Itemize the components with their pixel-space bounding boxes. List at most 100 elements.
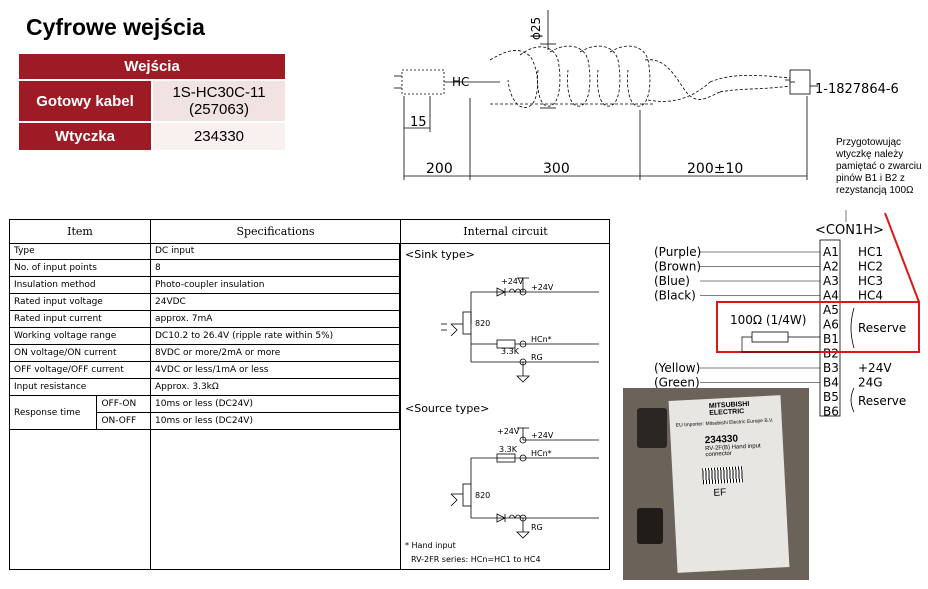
sink-24v-top: +24V	[501, 277, 524, 286]
diameter-label: ϕ25	[529, 17, 543, 40]
resistor-shape	[751, 331, 789, 343]
pin-number: A4	[823, 289, 839, 303]
pin-number: B6	[823, 405, 839, 419]
ready-cable-label: Gotowy kabel	[19, 79, 152, 122]
plug-value: 234330	[151, 121, 285, 150]
spec-subitem: ON-OFF	[96, 412, 151, 430]
pin-wire-color: (Black)	[654, 289, 696, 303]
sink-24v: +24V	[531, 283, 554, 292]
footnote-1: * Hand input	[405, 541, 456, 550]
spec-item: Working voltage range	[10, 327, 151, 345]
spec-value: DC input	[150, 243, 400, 260]
pin-signal: HC3	[858, 274, 883, 288]
spec-value: DC10.2 to 26.4V (ripple rate within 5%)	[150, 327, 400, 345]
spec-item: Rated input current	[10, 310, 151, 328]
product-photo: MITSUBISHI ELECTRIC EU Importer: Mitsubi…	[623, 388, 809, 580]
header-circuit: Internal circuit	[401, 220, 610, 244]
coiled-cable	[489, 45, 791, 108]
header-specifications: Specifications	[151, 220, 400, 244]
ready-cable-value-line1: 1S-HC30C-11	[172, 84, 266, 101]
spec-value: Approx. 3.3kΩ	[150, 378, 400, 396]
internal-circuit: <Sink type>	[405, 248, 599, 564]
source-24v-top: +24V	[497, 427, 520, 436]
product-label: MITSUBISHI ELECTRIC EU Importer: Mitsubi…	[668, 395, 790, 573]
pin-number: B4	[823, 376, 839, 390]
sink-r33k: 3.3K	[501, 347, 520, 356]
source-title: <Source type>	[405, 402, 489, 415]
source-hcn: HCn*	[531, 449, 552, 458]
dim-15: 15	[410, 115, 427, 130]
spec-table: Item Specifications Internal circuit Typ…	[9, 219, 610, 570]
page-title: Cyfrowe wejścia	[26, 14, 205, 40]
dim-200-right: 200±10	[687, 161, 743, 177]
spec-value: 4VDC or less/1mA or less	[150, 361, 400, 379]
pin-number: A5	[823, 303, 839, 317]
pin-number: A6	[823, 318, 839, 332]
spec-item: Response time	[10, 395, 98, 430]
dim-300: 300	[543, 161, 570, 177]
pin-signal: +24V	[858, 361, 892, 375]
spec-item: Type	[10, 243, 151, 260]
pin-signal: HC1	[858, 245, 883, 259]
dim-200-left: 200	[426, 161, 453, 177]
source-r820: 820	[475, 491, 490, 500]
footnote-2: RV-2FR series: HCn=HC1 to HC4	[411, 555, 541, 564]
pin-number: A2	[823, 260, 839, 274]
pin-signal: HC4	[858, 289, 883, 303]
spec-item: ON voltage/ON current	[10, 344, 151, 362]
callout-line	[884, 212, 920, 303]
pin-number: B3	[823, 361, 839, 375]
spec-value: approx. 7mA	[150, 310, 400, 328]
ready-cable-value-line2: (257063)	[188, 101, 250, 118]
source-24v: +24V	[531, 431, 554, 440]
spec-value: Photo-coupler insulation	[150, 276, 400, 294]
inputs-table: Wejścia Gotowy kabel 1S-HC30C-11 (257063…	[19, 54, 285, 150]
plug-label: Wtyczka	[19, 121, 152, 150]
pin-wire-color: (Yellow)	[654, 361, 700, 375]
spec-item: Rated input voltage	[10, 293, 151, 311]
source-r33k: 3.3K	[499, 445, 518, 454]
resistor-label: 100Ω (1/4W)	[730, 313, 806, 327]
part-number: 1-1827864-6	[815, 82, 899, 97]
reserve-label-1: Reserve	[858, 321, 906, 335]
pin-wire-color: (Purple)	[654, 245, 701, 259]
reserve-label-2: Reserve	[858, 394, 906, 408]
pin-number: A1	[823, 245, 839, 259]
pin-number: B5	[823, 390, 839, 404]
spec-value: 8	[150, 259, 400, 277]
pin-wire-color: (Green)	[654, 376, 700, 390]
pin-number: A3	[823, 274, 839, 288]
cable-drawing: HC ϕ25 15 200 300 200±10 1-1827864-6	[394, 10, 899, 180]
connector-part-2	[637, 508, 663, 544]
sink-r820: 820	[475, 319, 490, 328]
sink-rg: RG	[531, 353, 543, 362]
hc-connector-shape	[401, 69, 445, 95]
pin-signal: HC2	[858, 260, 883, 274]
pin-wire-color: (Brown)	[654, 260, 701, 274]
inputs-table-header: Wejścia	[19, 54, 285, 80]
spec-subitem: OFF-ON	[96, 395, 151, 413]
wiring-note: Przygotowując wtyczkę należy pamiętać o …	[836, 137, 922, 196]
connector-title: <CON1H>	[815, 223, 884, 238]
spec-item: No. of input points	[10, 259, 151, 277]
spec-item: Insulation method	[10, 276, 151, 294]
pin-wire-color: (Blue)	[654, 274, 690, 288]
connector-part	[637, 408, 667, 448]
spec-item: Input resistance	[10, 378, 151, 396]
header-item: Item	[10, 220, 150, 244]
sink-title: <Sink type>	[405, 248, 475, 261]
ef-text: EF	[713, 487, 727, 499]
connector-body	[819, 239, 841, 417]
pin-number: B1	[823, 332, 839, 346]
spec-value: 10ms or less (DC24V)	[150, 412, 400, 430]
